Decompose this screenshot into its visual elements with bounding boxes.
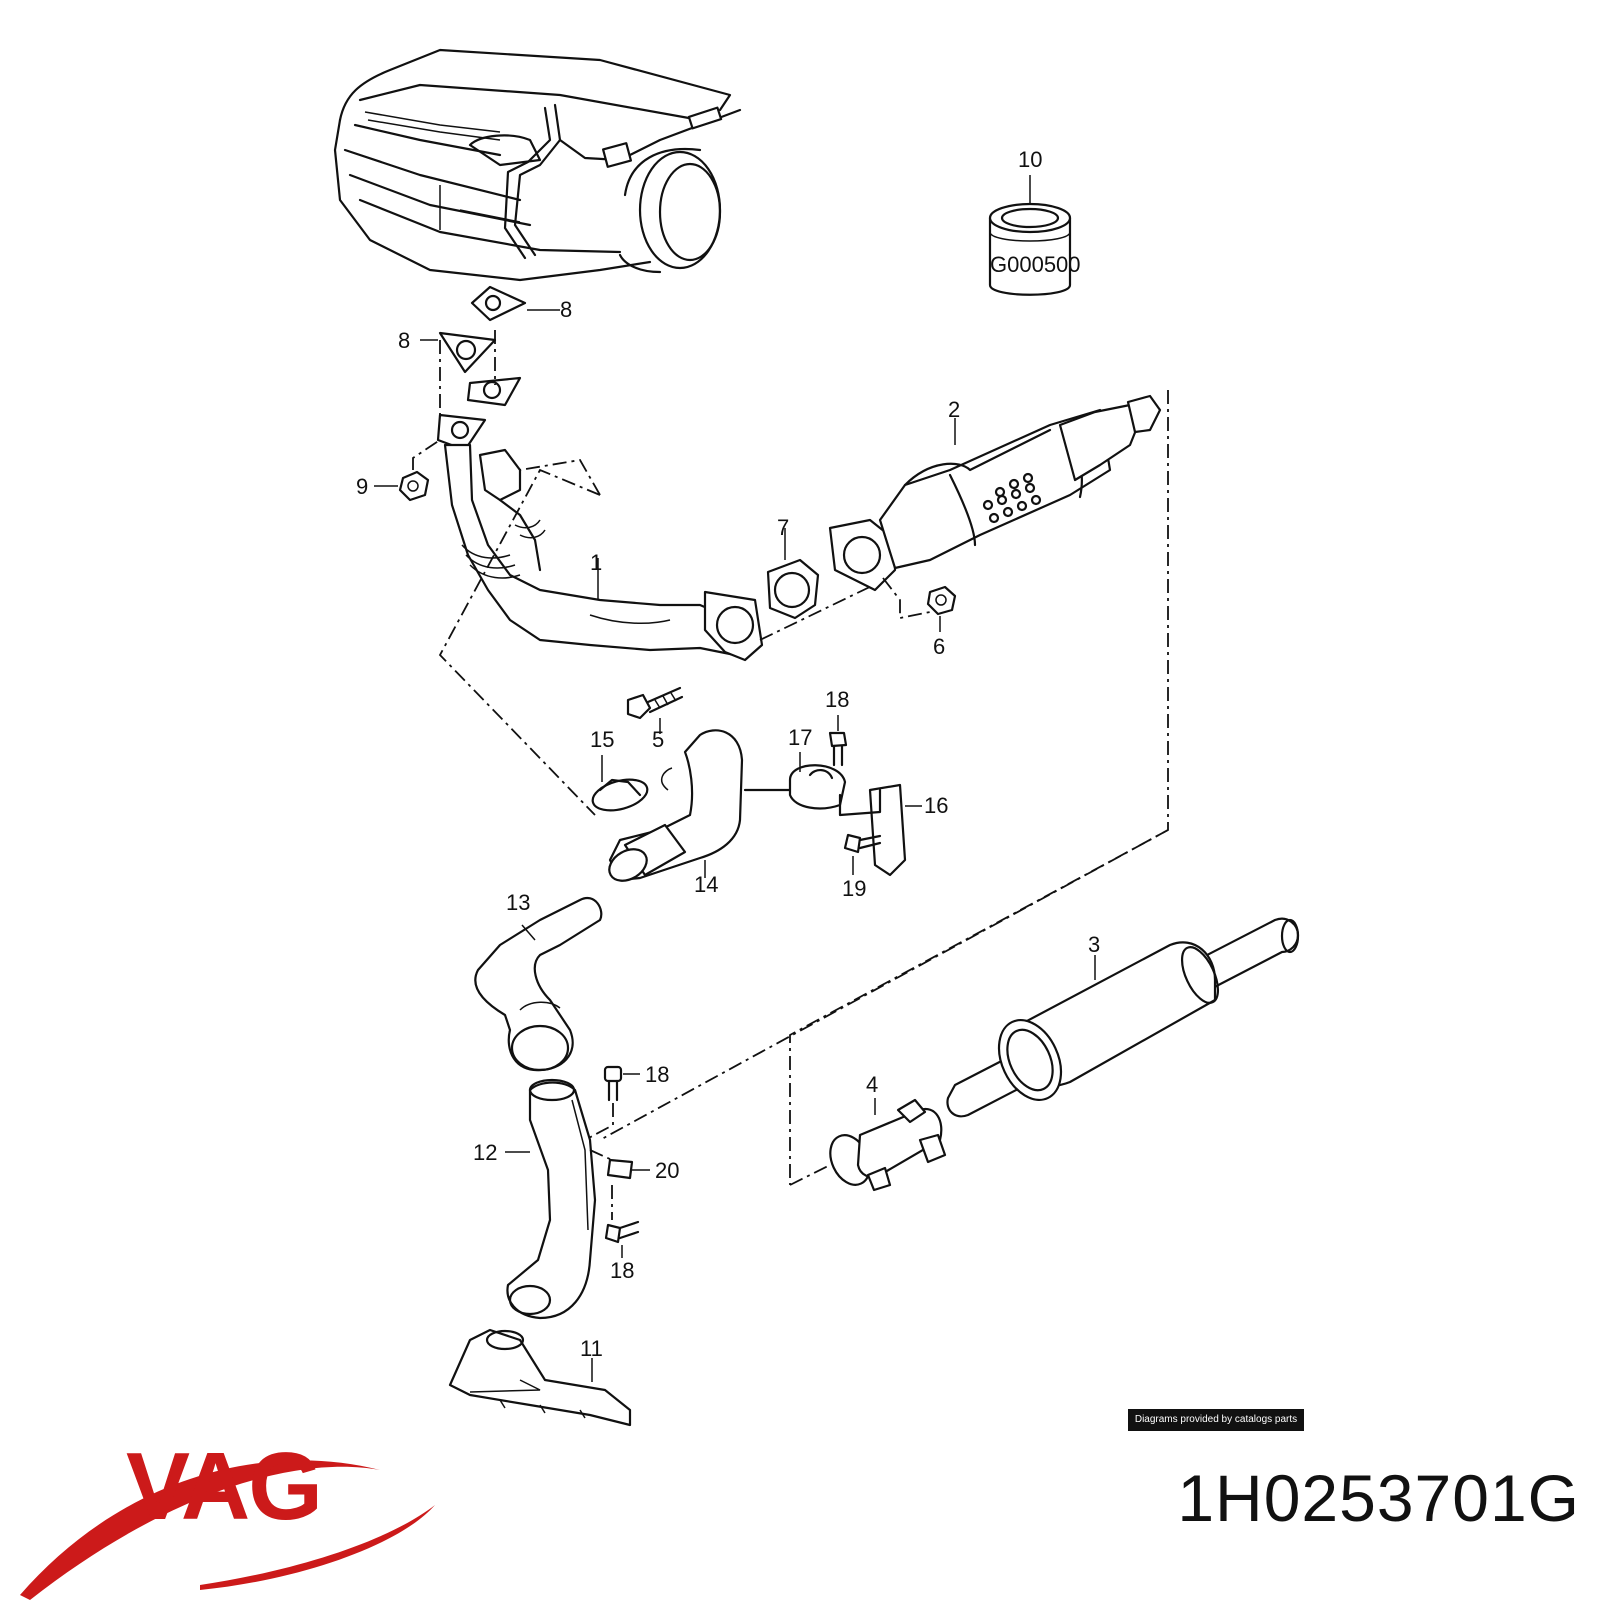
callout-13: 13 bbox=[506, 890, 530, 915]
callout-6: 6 bbox=[933, 634, 945, 659]
callout-14: 14 bbox=[694, 872, 718, 897]
muffler-3 bbox=[946, 917, 1300, 1118]
bolt-18-middle bbox=[584, 1065, 640, 1141]
callout-18c: 18 bbox=[610, 1258, 634, 1283]
nut-9 bbox=[374, 439, 441, 502]
diagram-credit: Diagrams provided by catalogs parts bbox=[1128, 1409, 1304, 1431]
part-number: 1H0253701G bbox=[1177, 1461, 1580, 1535]
tail-piece-11 bbox=[448, 1328, 632, 1427]
brand-logo-text: VAG bbox=[126, 1433, 323, 1540]
car-front-illustration bbox=[333, 48, 742, 282]
front-pipe bbox=[438, 443, 764, 816]
callout-3: 3 bbox=[1088, 932, 1100, 957]
filter-marking: G000500 bbox=[990, 252, 1081, 277]
callout-17: 17 bbox=[788, 725, 812, 750]
callout-9: 9 bbox=[356, 474, 368, 499]
callout-5: 5 bbox=[652, 727, 664, 752]
callout-12: 12 bbox=[473, 1140, 497, 1165]
clamp-17-bracket-16 bbox=[788, 752, 922, 877]
vag-logo-swoosh bbox=[20, 1460, 435, 1600]
catalyst-heat-shield-holes bbox=[982, 472, 1042, 524]
callout-1: 1 bbox=[590, 550, 602, 575]
callout-2: 2 bbox=[948, 397, 960, 422]
callout-8b: 8 bbox=[398, 328, 410, 353]
callout-8a: 8 bbox=[560, 297, 572, 322]
part-callouts: 1 2 3 4 5 6 7 8 8 9 10 11 12 13 14 15 16… bbox=[356, 147, 1100, 1361]
callout-11: 11 bbox=[580, 1336, 603, 1361]
catalytic-converter bbox=[828, 394, 1162, 592]
callout-15: 15 bbox=[590, 727, 614, 752]
clamp-15 bbox=[591, 755, 649, 812]
callout-10: 10 bbox=[1018, 147, 1042, 172]
callout-18a: 18 bbox=[825, 687, 849, 712]
bolt-18-lower bbox=[604, 1185, 640, 1258]
callout-16: 16 bbox=[924, 793, 948, 818]
intermediate-pipe-14 bbox=[608, 729, 792, 882]
clip-20 bbox=[589, 1149, 650, 1180]
callout-7: 7 bbox=[777, 515, 789, 540]
callout-20: 20 bbox=[655, 1158, 679, 1183]
bolt-5 bbox=[626, 686, 684, 734]
callout-19: 19 bbox=[842, 876, 866, 901]
clamp-4 bbox=[829, 1098, 947, 1192]
pipe-12 bbox=[505, 1078, 597, 1320]
bolt-18-upper bbox=[828, 715, 848, 767]
bolt-19 bbox=[843, 833, 882, 875]
filter-canister: G000500 bbox=[988, 175, 1081, 296]
callout-4: 4 bbox=[866, 1072, 878, 1097]
callout-18b: 18 bbox=[645, 1062, 669, 1087]
nut-6 bbox=[882, 577, 957, 632]
flange-gaskets bbox=[420, 285, 560, 452]
gasket-7 bbox=[759, 528, 881, 641]
pipe-13 bbox=[474, 897, 603, 1072]
